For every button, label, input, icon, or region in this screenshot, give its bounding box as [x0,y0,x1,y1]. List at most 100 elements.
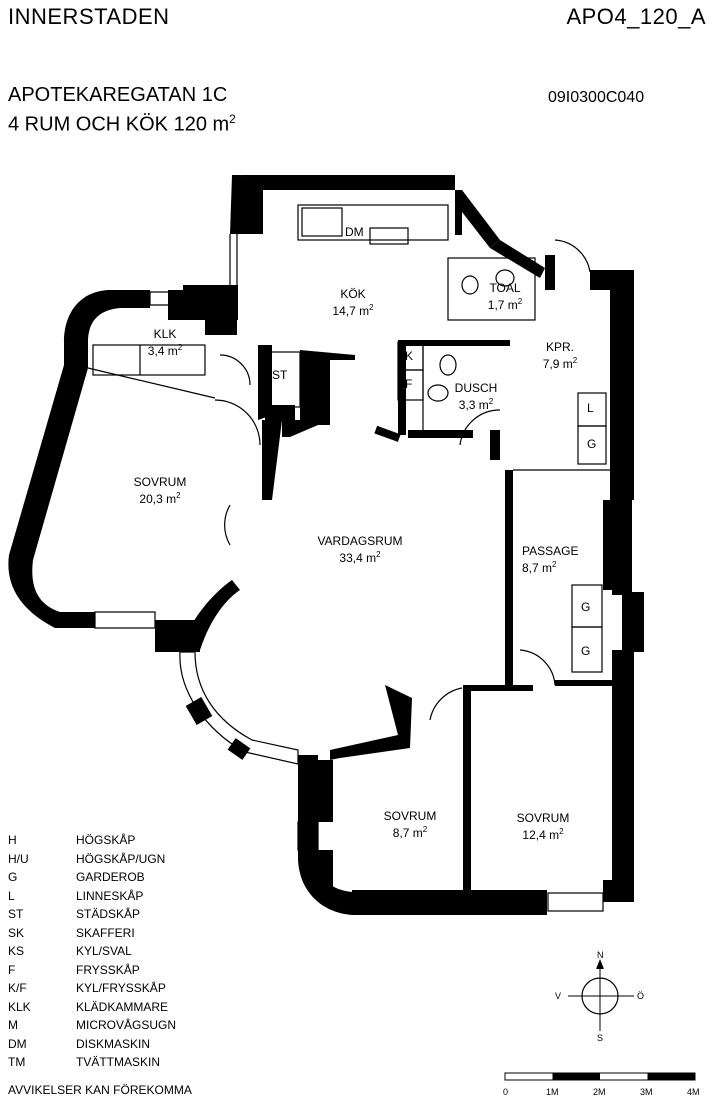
legend-code: SK [8,925,25,940]
area-title: INNERSTADEN [8,4,170,29]
legend-desc: MICROVÅGSUGN [76,1018,177,1032]
fixture-st: ST [272,368,288,382]
legend-code: F [8,962,16,977]
wall-right-a [610,270,634,500]
apartment-code: APO4_120_A [566,4,706,29]
st-closet [269,351,301,408]
fixture-k: K [405,349,414,363]
scale-bar: 0 1M 2M 3M 4M [503,1072,700,1097]
wall-bed-angle [330,685,412,760]
legend-desc: KLÄDKAMMARE [76,999,169,1014]
legend-code: H [8,833,17,847]
legend-desc: TVÄTTMASKIN [76,1055,161,1069]
fixture-g-1: G [587,437,597,451]
wall-st-block [282,350,355,437]
klk-window [149,291,184,306]
klk-shelf [92,344,206,376]
wall-klk-right [205,290,237,335]
sovrum-window [94,611,156,629]
toal-outline [447,257,536,321]
wall-bl-block2 [318,850,333,890]
wall-passage-left [505,470,513,685]
door-arc-klk [219,354,251,386]
door-arc-dusch [459,409,501,446]
kitchen-counter [297,204,449,241]
kitchen-stove [369,227,409,245]
fixture-g-3: G [581,644,591,658]
wall-toal-angle [490,240,545,278]
wall-kitchen-angle [455,190,500,248]
door-arc-sovrum3 [519,649,556,686]
wall-bl-block [298,760,333,822]
scale-label-0: 0 [503,1087,508,1097]
wall-dusch-left [398,340,406,435]
door-arc-entry [554,239,591,273]
wall-dusch-top [398,340,510,346]
wall-st-left [258,345,272,420]
wall-right-bump [622,592,644,652]
legend-desc: DISKMASKIN [76,1036,151,1051]
footer-note: AVVIKELSER KAN FÖREKOMMA [8,1083,192,1097]
fixture-f: F [405,377,413,391]
door-arc-sovrum2 [429,687,463,721]
compass-v: V [555,991,561,1001]
fixture-g-2: G [581,600,591,614]
wall-dusch-bottom [408,430,473,438]
toal-sink [495,269,515,287]
toal-toilet [461,275,479,295]
wall-right-b2 [612,500,632,595]
wall-kitchen-top-a [240,175,455,190]
door-arc-sovrum [214,399,261,446]
wall-dusch-br [490,430,500,460]
legend-row: KLK KLÄDKAMMARE [8,998,228,1017]
compass-icon: N S V Ö [555,950,644,1043]
dusch-sink [427,384,449,402]
compass-o: Ö [637,991,644,1001]
legend-desc: HÖGSKÅP [76,833,136,847]
compass-n: N [597,950,604,960]
legend-desc: FRYSSKÅP [76,962,140,977]
legend-code: TM [8,1055,26,1069]
legend-row: TM TVÄTTMASKIN [8,1053,228,1072]
left-window [297,821,319,851]
address: APOTEKAREGATAN 1C [8,84,228,106]
legend-desc: STÄDSKÅP [76,907,141,921]
fixture-l: L [587,401,594,415]
legend-code: ST [8,907,24,921]
scale-label-3: 3M [640,1087,653,1097]
wall-right-c [612,650,634,902]
legend-row: ST STÄDSKÅP [8,905,228,924]
legend-code: KLK [8,999,31,1014]
legend-desc: LINNESKÅP [76,888,144,903]
legend-desc: KYL/SVAL [76,944,132,958]
apartment-size: 4 RUM OCH KÖK 120 m2 [8,112,236,136]
wall-st-spur [262,420,282,500]
legend-code: G [8,870,18,884]
wall-bed-top [463,685,533,691]
reference-code: 09I0300C040 [548,89,645,106]
g-cabinet-3 [571,626,603,673]
dusch-toilet [439,354,457,376]
bottom-window [547,892,604,912]
wall-st-bottom [265,405,295,420]
wall-bed-top2 [555,680,613,686]
room-kpr: KPR.7,9 m2 [542,340,578,371]
legend-code: K/F [8,981,27,995]
compass-s: S [597,1033,603,1043]
